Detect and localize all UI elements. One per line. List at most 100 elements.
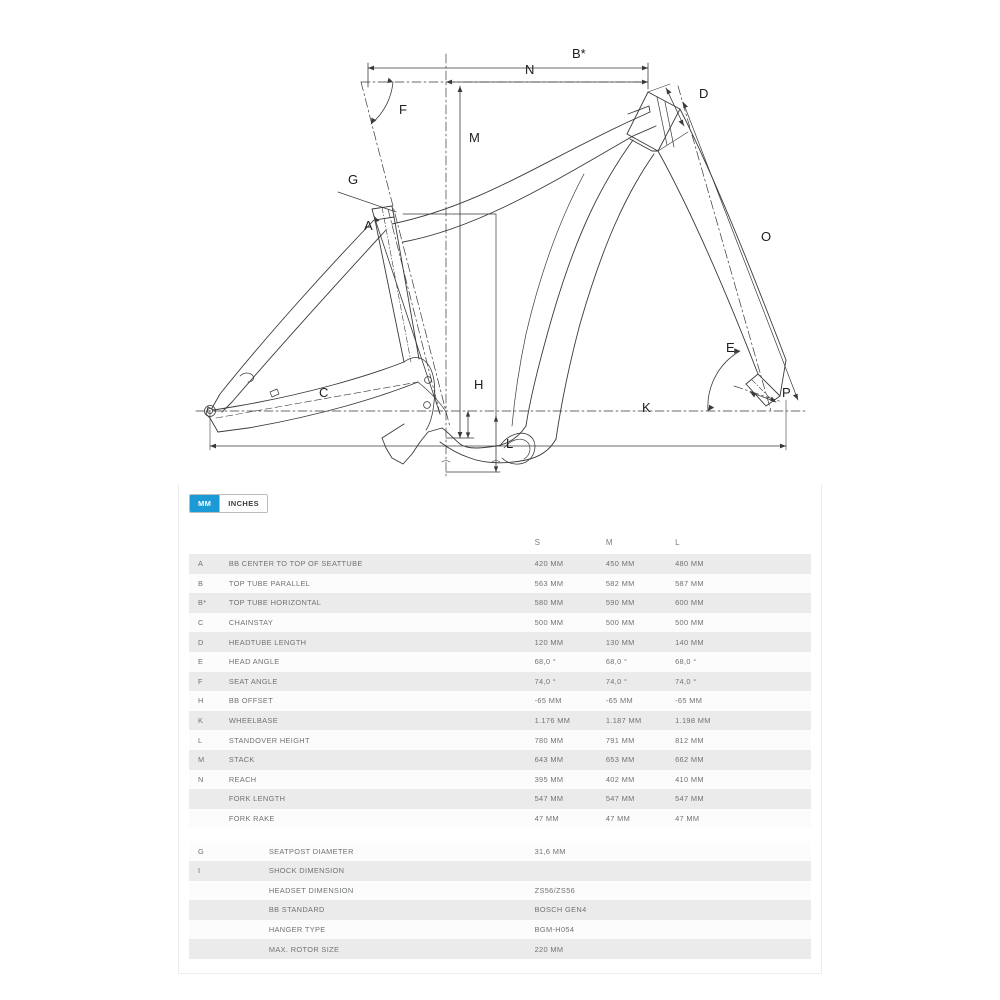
row-value-s: 68,0 ° [534,651,606,672]
row-pad [744,880,811,901]
header-key-cell [189,530,229,554]
row-pad [744,612,811,633]
table-row: C CHAINSTAY 500 MM 500 MM 500 MM [189,612,811,633]
row-value-m: 402 MM [605,769,676,790]
row-pad [744,789,811,809]
row-name: STACK [228,749,535,770]
row-value-m: 582 MM [605,573,676,594]
spacer-cell [189,828,811,842]
row-value-l: 140 MM [675,632,745,652]
table-row-common: G SEATPOST DIAMETER 31,6 MM [189,841,811,861]
label-m: M [469,130,480,145]
row-key [189,900,229,920]
row-pad [744,860,811,881]
row-value-l: 500 MM [675,612,745,633]
row-name: TOP TUBE HORIZONTAL [228,593,535,613]
unit-toggle[interactable]: MM INCHES [189,494,269,513]
row-pad [744,841,811,861]
row-name: REACH [228,769,535,790]
label-o: O [761,229,771,244]
table-header-row: S M L [189,530,811,554]
row-value-m: 500 MM [605,612,676,633]
label-n: N [525,62,534,77]
row-pad [744,749,811,770]
row-name: CHAINSTAY [228,612,535,633]
row-value-s: 643 MM [534,749,606,770]
table-row: H BB OFFSET -65 MM -65 MM -65 MM [189,691,811,711]
row-value-common: BOSCH GEN4 [534,900,606,920]
row-pad [744,730,811,750]
table-row: F SEAT ANGLE 74,0 ° 74,0 ° 74,0 ° [189,671,811,692]
row-name: MAX. ROTOR SIZE [228,939,535,959]
label-a: A [364,218,373,233]
unit-toggle-mm[interactable]: MM [190,495,220,512]
row-value-m: -65 MM [605,691,676,711]
table-row-common: HEADSET DIMENSION ZS56/ZS56 [189,880,811,901]
row-key: K [189,710,229,731]
row-key: B* [189,593,229,613]
header-pad-cell [744,530,811,554]
label-b-star: B* [572,46,586,61]
header-name-cell [228,530,535,554]
row-pad [744,632,811,652]
label-l: L [506,436,513,451]
row-name: STANDOVER HEIGHT [228,730,535,750]
table-row: M STACK 643 MM 653 MM 662 MM [189,749,811,770]
geometry-table: S M L A BB CENTER TO TOP OF SEATTUBE 420… [189,530,811,959]
row-pad [744,919,811,940]
row-name: BB OFFSET [228,691,535,711]
row-key: G [189,841,229,861]
row-value-m: 590 MM [605,593,676,613]
table-row-common: BB STANDARD BOSCH GEN4 [189,900,811,920]
row-value-common [534,860,606,881]
unit-toggle-divider [219,495,221,512]
row-value-l: 47 MM [675,808,745,829]
unit-toggle-inches[interactable]: INCHES [220,495,268,512]
label-k: K [642,400,651,415]
row-value-pad-l [675,900,745,920]
row-value-pad-m [605,939,676,959]
row-value-m: 450 MM [605,554,676,574]
row-value-l: 480 MM [675,554,745,574]
row-value-common: 220 MM [534,939,606,959]
row-key [189,880,229,901]
row-name: FORK LENGTH [228,789,535,809]
label-g: G [348,172,358,187]
row-key [189,808,229,829]
row-name: SEATPOST DIAMETER [228,841,535,861]
row-value-l: 74,0 ° [675,671,745,692]
row-key: F [189,671,229,692]
row-value-l: 662 MM [675,749,745,770]
row-value-common: BGM-H054 [534,919,606,940]
table-row: FORK LENGTH 547 MM 547 MM 547 MM [189,789,811,809]
row-pad [744,671,811,692]
row-pad [744,808,811,829]
row-key: C [189,612,229,633]
row-pad [744,691,811,711]
row-value-pad-l [675,939,745,959]
row-pad [744,651,811,672]
row-value-pad-l [675,841,745,861]
row-pad [744,573,811,594]
row-pad [744,769,811,790]
label-c: C [319,385,328,400]
table-row-common: MAX. ROTOR SIZE 220 MM [189,939,811,959]
row-key: B [189,573,229,594]
row-key: A [189,554,229,574]
row-value-m: 653 MM [605,749,676,770]
row-key: D [189,632,229,652]
row-value-m: 130 MM [605,632,676,652]
row-name: SEAT ANGLE [228,671,535,692]
table-row-common: I SHOCK DIMENSION [189,860,811,881]
row-value-s: 47 MM [534,808,606,829]
row-value-s: 1.176 MM [534,710,606,731]
row-value-m: 68,0 ° [605,651,676,672]
row-value-s: 420 MM [534,554,606,574]
row-value-l: 587 MM [675,573,745,594]
row-value-common: 31,6 MM [534,841,606,861]
row-name: HANGER TYPE [228,919,535,940]
row-value-pad-l [675,919,745,940]
header-size-l: L [675,530,745,554]
row-key [189,939,229,959]
header-size-m: M [605,530,676,554]
